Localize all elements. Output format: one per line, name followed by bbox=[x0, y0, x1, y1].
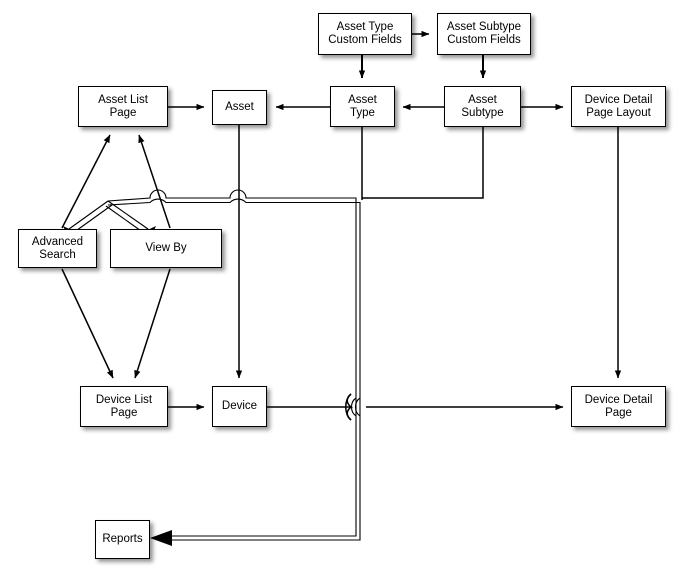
node-device-detail-page[interactable]: Device Detail Page bbox=[571, 386, 666, 427]
node-label: Advanced Search bbox=[31, 235, 84, 261]
edge-advanced-search-to-asset-list-page bbox=[61, 134, 111, 229]
node-label: Asset Type bbox=[348, 93, 377, 119]
bus-vertical-jump-left bbox=[350, 397, 357, 417]
bus-fork-view-by-a bbox=[107, 200, 149, 230]
node-label: Asset List Page bbox=[98, 93, 148, 119]
node-device-list-page[interactable]: Device List Page bbox=[80, 386, 168, 427]
node-label: Asset Type Custom Fields bbox=[328, 21, 402, 46]
edge-view-by-to-device-list-page bbox=[134, 268, 171, 379]
edge-device-jump-arc bbox=[345, 393, 352, 421]
node-label: Device List Page bbox=[95, 393, 153, 419]
node-view-by[interactable]: View By bbox=[110, 229, 222, 268]
bus-fork-advanced-search-a bbox=[68, 200, 109, 230]
node-reports[interactable]: Reports bbox=[95, 520, 150, 559]
node-label: Asset Subtype bbox=[461, 93, 504, 119]
bus-rail-bottom bbox=[107, 198, 361, 512]
bus-rail-to-reports-top bbox=[160, 508, 357, 537]
node-asset[interactable]: Asset bbox=[212, 90, 267, 125]
edge-device-to-device-detail-page bbox=[267, 393, 354, 421]
node-label: Asset Subtype Custom Fields bbox=[446, 21, 522, 46]
node-label: Device Detail Page bbox=[584, 393, 653, 419]
node-asset-type[interactable]: Asset Type bbox=[330, 86, 395, 127]
bus-fork-advanced-search-b bbox=[72, 204, 113, 234]
node-advanced-search[interactable]: Advanced Search bbox=[18, 229, 97, 268]
node-label: Asset bbox=[225, 101, 254, 114]
node-label: Reports bbox=[102, 533, 143, 546]
bus-double-line bbox=[68, 189, 361, 541]
node-label: View By bbox=[145, 242, 187, 255]
node-asset-type-custom-fields[interactable]: Asset Type Custom Fields bbox=[318, 13, 412, 55]
node-device[interactable]: Device bbox=[212, 386, 267, 427]
node-asset-subtype-custom-fields[interactable]: Asset Subtype Custom Fields bbox=[437, 13, 531, 55]
bus-vertical-jump-right bbox=[354, 397, 361, 417]
node-label: Device bbox=[221, 400, 258, 413]
bus-rail-to-reports-bottom bbox=[160, 512, 361, 541]
node-asset-list-page[interactable]: Asset List Page bbox=[78, 86, 168, 127]
edge-asset-subtype-down-to-bus bbox=[362, 127, 484, 199]
edge-view-by-to-asset-list-page bbox=[138, 134, 171, 229]
node-device-detail-page-layout[interactable]: Device Detail Page Layout bbox=[571, 86, 666, 127]
node-asset-subtype[interactable]: Asset Subtype bbox=[444, 86, 521, 127]
arrowhead-bus-reports bbox=[150, 530, 172, 546]
node-label: Device Detail Page Layout bbox=[584, 93, 653, 119]
edge-advanced-search-to-device-list-page bbox=[61, 268, 114, 379]
bus-fork-view-by-b bbox=[105, 205, 145, 234]
bus-rail-top bbox=[107, 189, 357, 508]
